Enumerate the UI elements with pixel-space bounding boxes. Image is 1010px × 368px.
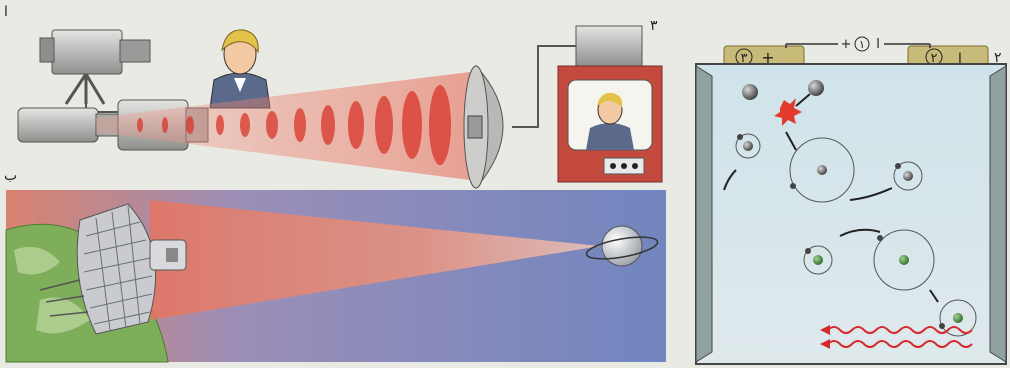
panel-a-label: ا <box>4 4 8 20</box>
tv-label: ۳ <box>650 18 658 34</box>
camera-icon <box>40 30 150 104</box>
right-mirror <box>990 66 1006 362</box>
left-mirror <box>696 66 712 362</box>
panel-b-space-communication: ب <box>4 168 666 362</box>
panel-b-label: ب <box>4 168 17 184</box>
television-icon <box>558 26 662 182</box>
electron-ball <box>808 80 824 96</box>
laser-beam <box>96 72 470 180</box>
circuit-number: ۱ <box>859 38 865 51</box>
receiver-dish-icon <box>464 66 503 188</box>
panel-c-laser-cavity: ۲ ۳ + ۲ ا + ۱ ا <box>696 34 1006 364</box>
presenter-icon <box>210 30 270 108</box>
circuit-minus: ا <box>876 37 880 52</box>
circuit-plus: + <box>841 37 852 52</box>
electron-ball <box>742 84 758 100</box>
panel-a-tv-transmission: ا <box>4 4 662 188</box>
